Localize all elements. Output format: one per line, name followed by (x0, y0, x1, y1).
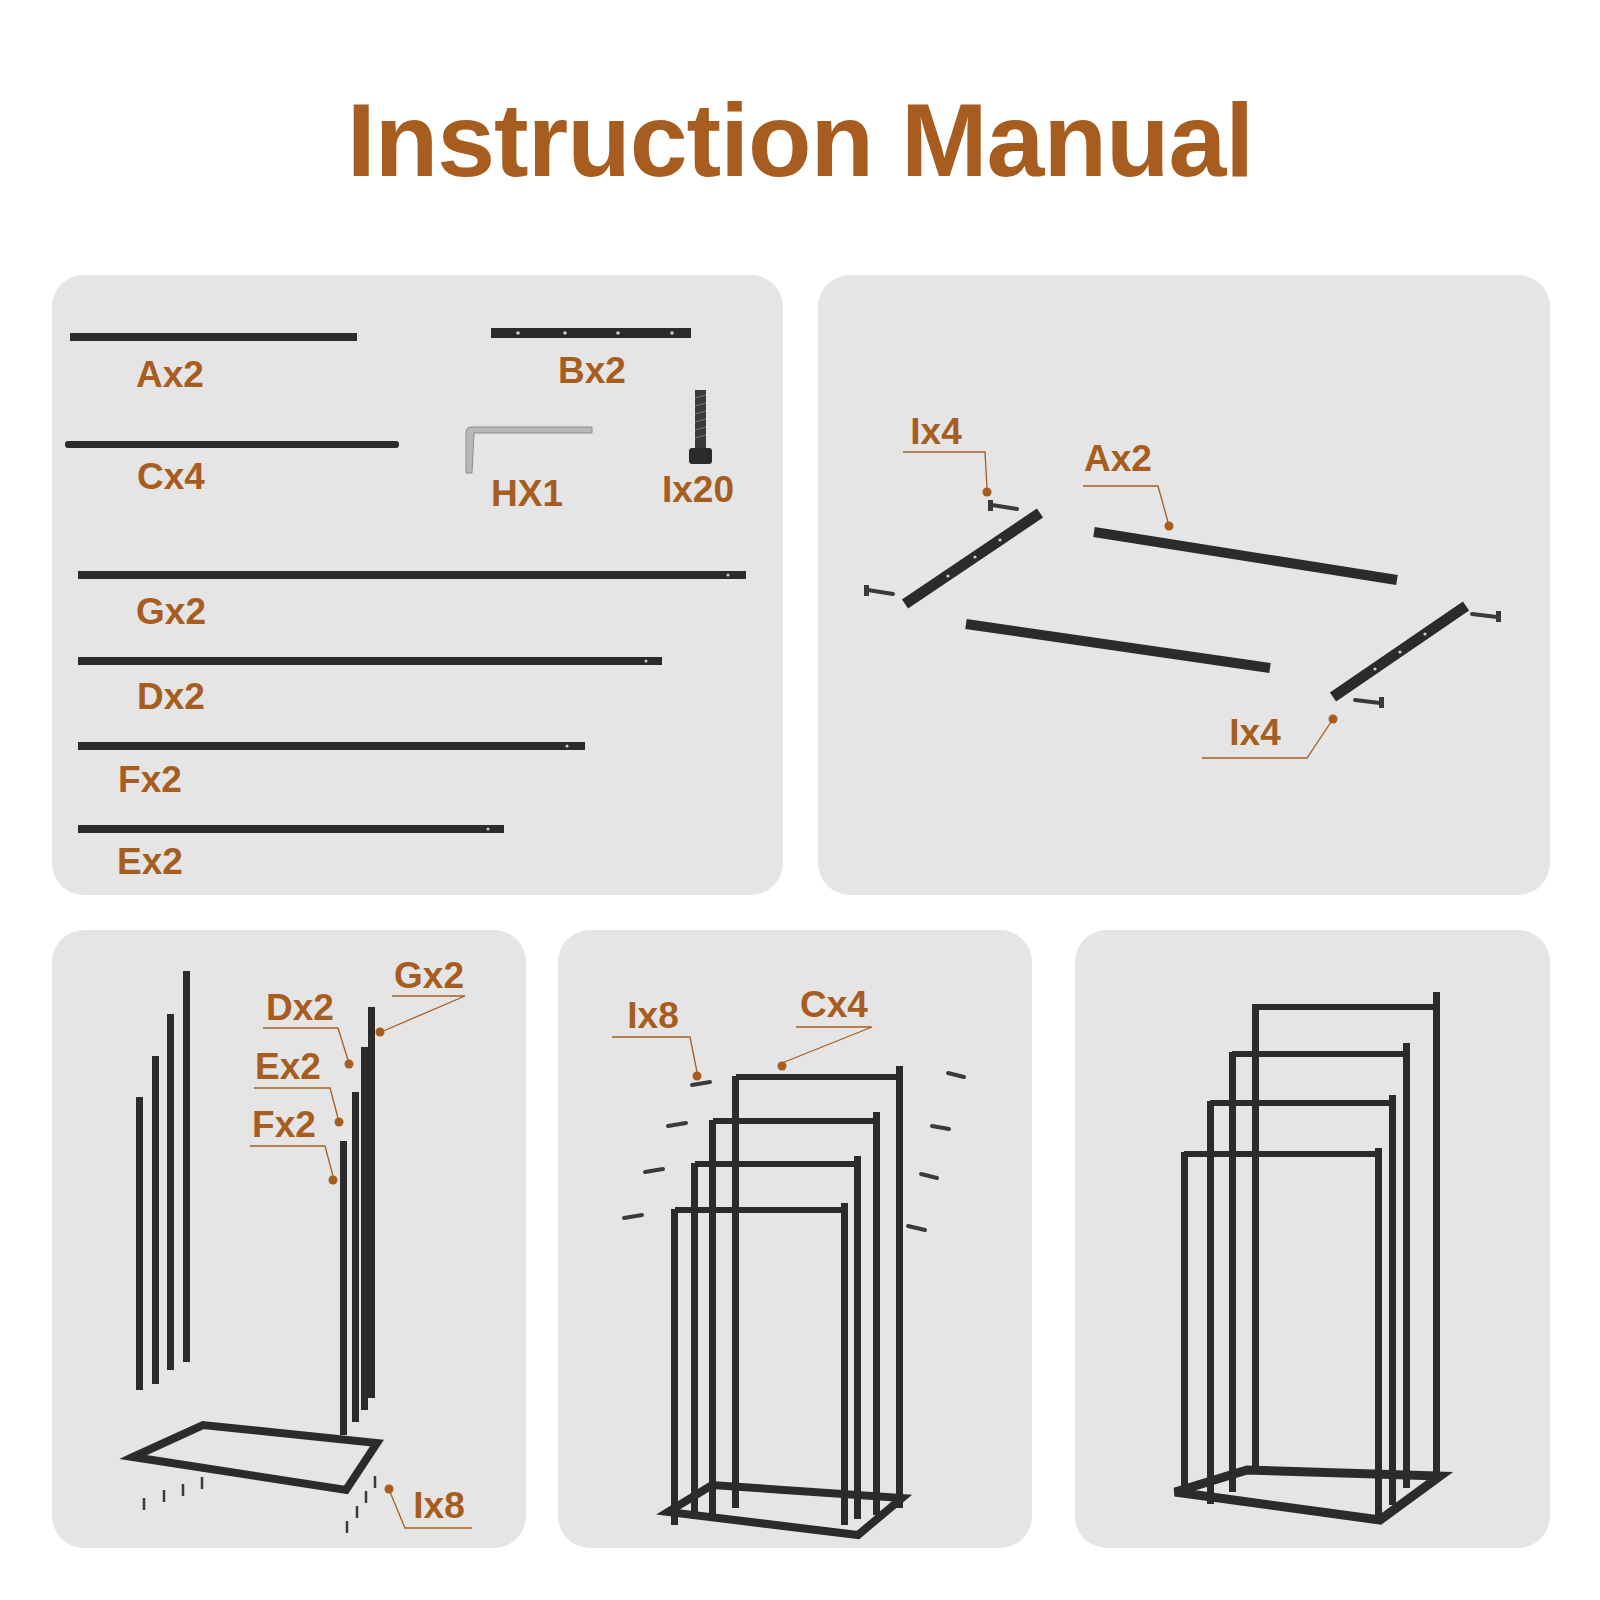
part-label: Ex2 (255, 1048, 321, 1085)
part-label: Bx2 (558, 352, 626, 389)
part-label: Ex2 (117, 843, 183, 880)
part-label: Ix8 (627, 997, 678, 1034)
part-label: Fx2 (118, 761, 182, 798)
part-label: Cx4 (800, 986, 868, 1023)
part-label: Ix4 (1229, 714, 1280, 751)
page-title: Instruction Manual (347, 88, 1253, 192)
part-label: Ix4 (910, 413, 961, 450)
part-label: Ax2 (136, 356, 204, 393)
part-label: Cx4 (137, 458, 205, 495)
part-label: Ix20 (662, 471, 734, 508)
part-label: Ix8 (413, 1487, 464, 1524)
part-label: Fx2 (252, 1106, 316, 1143)
part-label: Gx2 (394, 957, 464, 994)
part-label: Dx2 (266, 989, 334, 1026)
part-label: HX1 (491, 475, 563, 512)
part-label: Ax2 (1084, 440, 1152, 477)
part-label: Gx2 (136, 593, 206, 630)
part-label: Dx2 (137, 678, 205, 715)
